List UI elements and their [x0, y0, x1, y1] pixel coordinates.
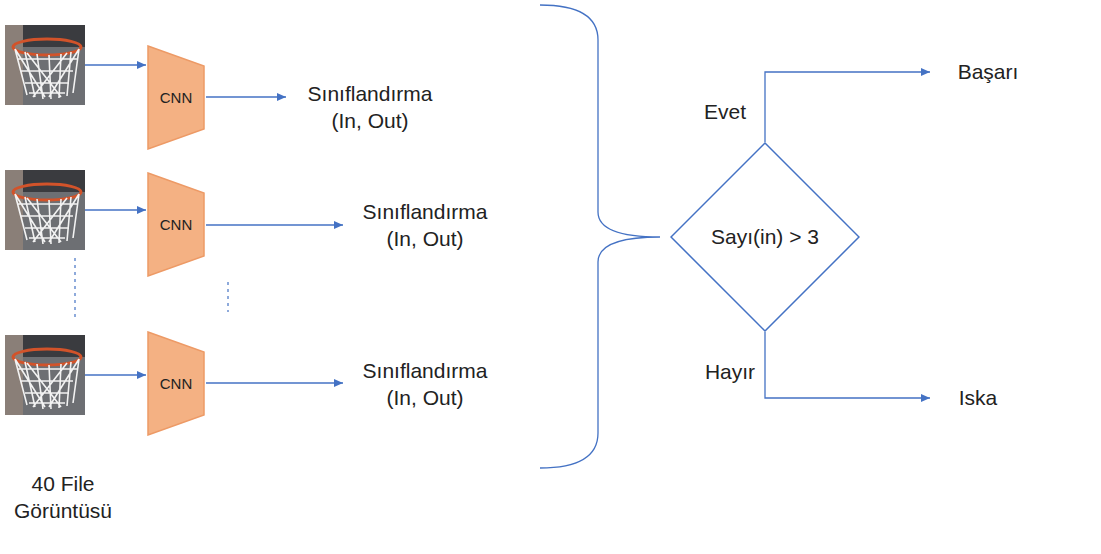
block-label: CNN	[160, 89, 193, 106]
block-label: CNN	[160, 375, 193, 392]
dotted-line	[74, 258, 75, 320]
classification-label: Sınıflandırma (In, Out)	[295, 80, 445, 135]
cnn-block: CNN	[147, 331, 205, 436]
arrow	[206, 224, 343, 225]
cnn-block: CNN	[147, 45, 205, 150]
dotted-line	[227, 282, 228, 312]
classification-label: Sınıflandırma (In, Out)	[350, 198, 500, 253]
outcome-label: Iska	[938, 384, 1018, 411]
arrow	[206, 96, 286, 97]
curly-brace	[540, 5, 660, 468]
arrow	[85, 64, 146, 65]
cnn-block: CNN	[147, 172, 205, 277]
arrow	[206, 382, 343, 383]
outcome-label: Başarı	[938, 58, 1038, 85]
block-label: CNN	[160, 216, 193, 233]
branch-label: Hayır	[690, 358, 770, 385]
hoop-image	[5, 335, 85, 415]
condition-text: Sayı(in) > 3	[711, 225, 819, 249]
classification-label: Sınıflandırma (In, Out)	[350, 357, 500, 412]
arrow	[85, 209, 146, 210]
hoop-image	[5, 170, 85, 250]
hoop-image	[5, 25, 85, 105]
decision-diamond: Sayı(in) > 3	[670, 142, 860, 332]
arrow	[85, 374, 146, 375]
input-caption: 40 File Görüntüsü	[4, 470, 122, 525]
branch-label: Evet	[690, 98, 760, 125]
arrow	[765, 72, 930, 142]
arrow	[765, 332, 930, 398]
